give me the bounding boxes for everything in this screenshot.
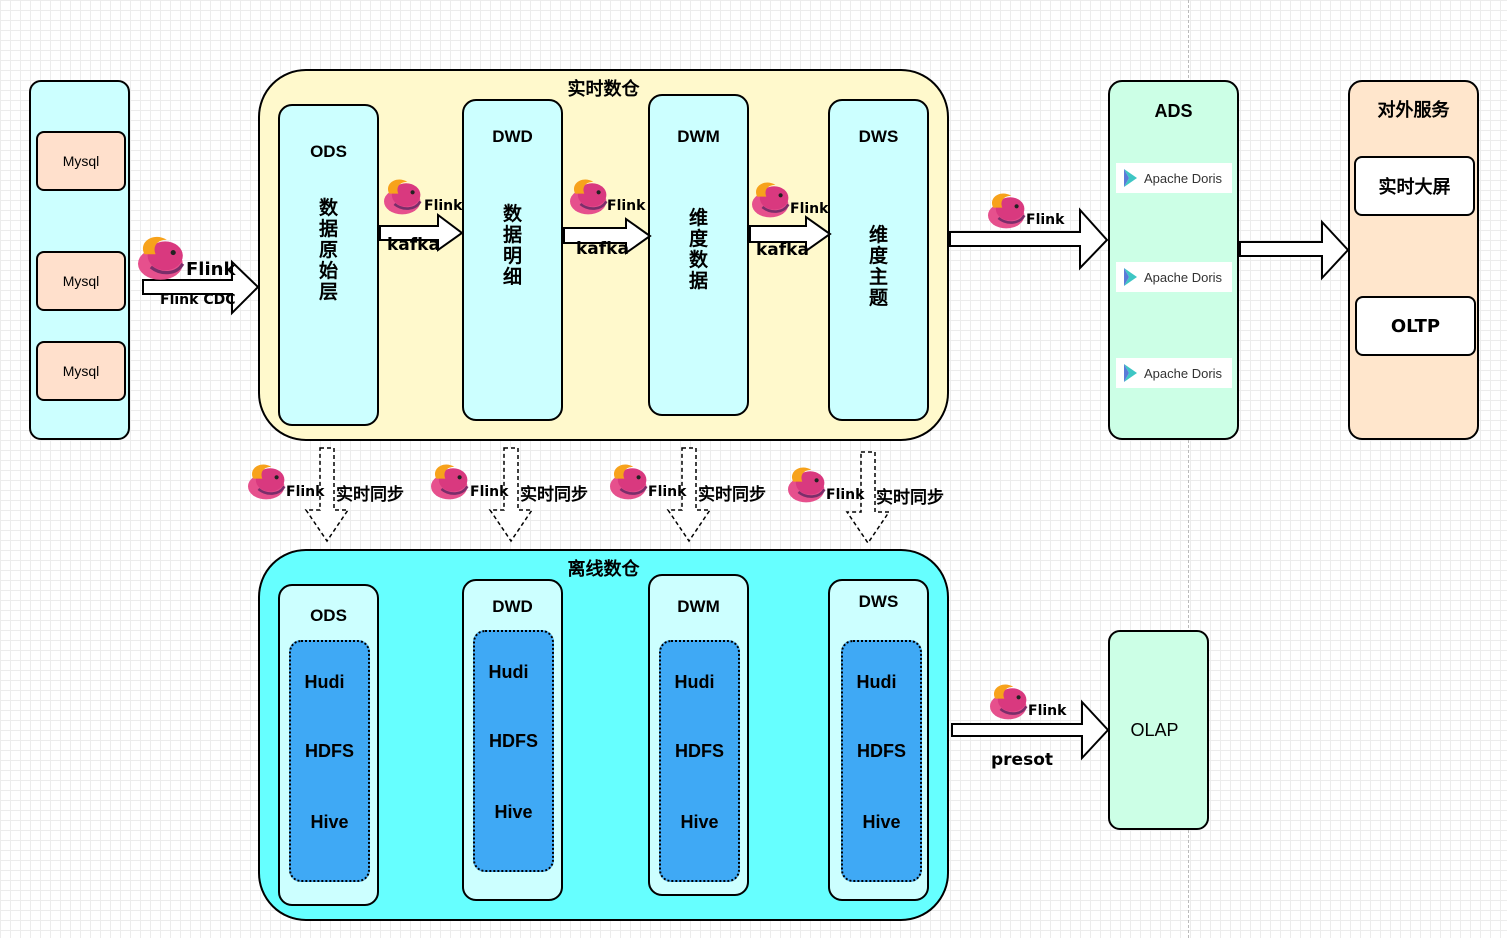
flink-label: Flink: [424, 198, 463, 214]
hive-label: Hive: [680, 812, 719, 832]
sync-label-1: 实时同步: [336, 485, 404, 505]
to-service-arrow: [1239, 219, 1350, 281]
kafka-label-2: kafka: [576, 239, 629, 259]
hive-label: Hive: [494, 802, 533, 822]
sync-label-3: 实时同步: [698, 485, 766, 505]
to-olap-arrow: [951, 699, 1110, 761]
layer-name: DWM: [677, 127, 720, 146]
realtime-dashboard-box[interactable]: 实时大屏: [1354, 156, 1475, 216]
hudi-label: Hudi: [856, 672, 897, 692]
flink-label: Flink: [607, 198, 646, 214]
flink-squirrel-icon: [988, 683, 1028, 721]
service-title: 对外服务: [1377, 100, 1450, 121]
flink-label: Flink: [790, 201, 829, 217]
storage-stack: Hudi HDFS Hive: [289, 640, 370, 882]
flink-label: Flink: [648, 484, 687, 500]
sync-arrow-2: [488, 447, 534, 543]
sync-arrow-3: [666, 447, 712, 543]
flink-label: Flink: [470, 484, 509, 500]
flink-label: Flink: [1028, 703, 1067, 719]
to-ads-arrow: [949, 207, 1109, 271]
mysql-source-1[interactable]: Mysql: [36, 131, 126, 191]
offline-layer-dwm: DWM Hudi HDFS Hive: [648, 574, 749, 896]
ads-panel: ADS Apache Doris Apache Doris Apache Dor…: [1108, 80, 1239, 440]
sync-arrow-4: [845, 451, 891, 545]
layer-desc: 维度数据: [688, 207, 708, 292]
layer-name: DWD: [492, 127, 533, 146]
realtime-layer-ods: ODS 数据原始层: [278, 104, 379, 426]
flink-squirrel-icon: [750, 181, 790, 219]
mysql-source-2[interactable]: Mysql: [36, 251, 126, 311]
sync-arrow-1: [304, 447, 350, 543]
layer-name: ODS: [310, 606, 347, 625]
offline-layer-ods: ODS Hudi HDFS Hive: [278, 584, 379, 906]
layer-name: DWS: [858, 592, 899, 611]
realtime-warehouse-title: 实时数仓: [567, 79, 640, 100]
olap-box: OLAP: [1108, 630, 1209, 830]
flink-squirrel-icon: [786, 466, 826, 504]
offline-layer-dwd: DWD Hudi HDFS Hive: [462, 579, 563, 901]
flink-squirrel-icon: [382, 178, 422, 216]
offline-layer-dws: DWS Hudi HDFS Hive: [828, 579, 929, 901]
cdc-arrow: [142, 259, 260, 316]
storage-stack: Hudi HDFS Hive: [473, 630, 554, 872]
oltp-box[interactable]: OLTP: [1355, 296, 1476, 356]
apache-doris-icon: [1124, 169, 1137, 187]
olap-label: OLAP: [1130, 719, 1179, 740]
layer-name: DWM: [677, 597, 720, 616]
kafka-label-3: kafka: [756, 240, 809, 260]
flink-squirrel-icon: [608, 463, 648, 501]
hudi-label: Hudi: [488, 662, 529, 682]
doris-item-1: Apache Doris: [1116, 163, 1232, 193]
kafka-arrow-3: [749, 215, 832, 253]
apache-doris-icon: [1124, 268, 1137, 286]
apache-doris-icon: [1124, 364, 1137, 382]
flink-label: Flink: [186, 259, 236, 280]
hdfs-label: HDFS: [857, 741, 906, 761]
sync-label-4: 实时同步: [876, 488, 944, 508]
hdfs-label: HDFS: [675, 741, 724, 761]
flink-squirrel-icon: [136, 235, 185, 282]
realtime-layer-dws: DWS 维度主题: [828, 99, 929, 421]
doris-item-3: Apache Doris: [1116, 358, 1232, 388]
kafka-label-1: kafka: [387, 235, 440, 255]
realtime-layer-dwm: DWM 维度数据: [648, 94, 749, 416]
ads-title: ADS: [1154, 101, 1193, 121]
realtime-layer-dwd: DWD 数据明细: [462, 99, 563, 421]
flink-squirrel-icon: [568, 178, 608, 216]
doris-item-2: Apache Doris: [1116, 262, 1232, 292]
hudi-label: Hudi: [304, 672, 345, 692]
hive-label: Hive: [310, 812, 349, 832]
mysql-source-3[interactable]: Mysql: [36, 341, 126, 401]
sync-label-2: 实时同步: [520, 485, 588, 505]
layer-desc: 数据原始层: [318, 197, 338, 303]
presto-label: presot: [991, 750, 1054, 770]
storage-stack: Hudi HDFS Hive: [841, 640, 922, 882]
hdfs-label: HDFS: [305, 741, 354, 761]
layer-name: DWD: [492, 597, 533, 616]
flink-squirrel-icon: [986, 192, 1026, 230]
layer-desc: 维度主题: [868, 224, 888, 309]
storage-stack: Hudi HDFS Hive: [659, 640, 740, 882]
hive-label: Hive: [862, 812, 901, 832]
hdfs-label: HDFS: [489, 731, 538, 751]
hudi-label: Hudi: [674, 672, 715, 692]
source-panel: Mysql Mysql Mysql: [29, 80, 130, 440]
layer-desc: 数据明细: [502, 203, 522, 288]
flink-squirrel-icon: [429, 463, 469, 501]
layer-name: DWS: [858, 127, 899, 146]
flink-label: Flink: [826, 487, 865, 503]
page-break-guide: [1188, 0, 1189, 938]
flink-squirrel-icon: [246, 463, 286, 501]
service-panel: 对外服务 实时大屏 OLTP: [1348, 80, 1479, 440]
flink-label: Flink: [1026, 212, 1065, 228]
flink-label: Flink: [286, 484, 325, 500]
layer-name: ODS: [310, 142, 347, 161]
offline-warehouse-title: 离线数仓: [567, 559, 640, 580]
flink-cdc-label: Flink CDC: [160, 292, 236, 308]
kafka-arrow-2: [563, 217, 652, 255]
kafka-arrow-1: [379, 213, 464, 252]
